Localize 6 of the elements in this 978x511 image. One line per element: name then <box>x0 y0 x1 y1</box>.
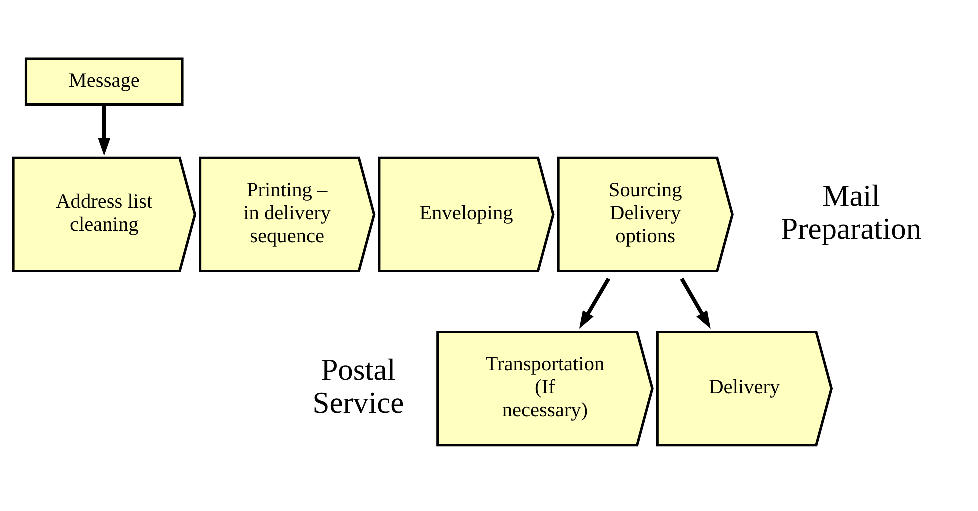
arrow <box>579 277 610 328</box>
arrow <box>680 277 711 329</box>
arrow <box>98 104 111 156</box>
node-box: Message <box>24 57 184 106</box>
label: Postal Service <box>312 352 404 420</box>
label: Mail Preparation <box>781 178 922 246</box>
